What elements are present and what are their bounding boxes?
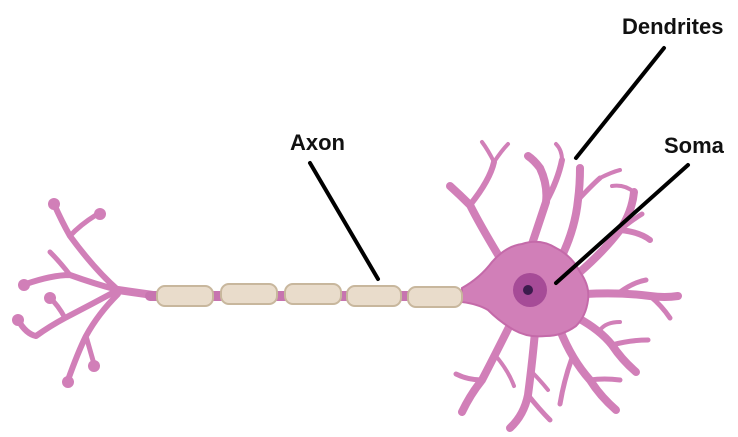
myelin-segment [347,286,401,306]
soma-label: Soma [664,135,724,157]
axon-label: Axon [290,132,345,154]
leader-lines [310,48,688,283]
myelin-segment [285,284,341,304]
neuron [12,142,678,428]
myelin-segment [157,286,213,306]
myelin-segment [408,287,462,307]
axon-terminals [18,204,160,380]
dendrites-leader-line [576,48,664,158]
dendrites-label: Dendrites [622,16,723,38]
myelin-sheaths [157,284,462,307]
nucleolus [523,285,533,295]
myelin-segment [221,284,277,304]
axon-leader-line [310,163,378,279]
